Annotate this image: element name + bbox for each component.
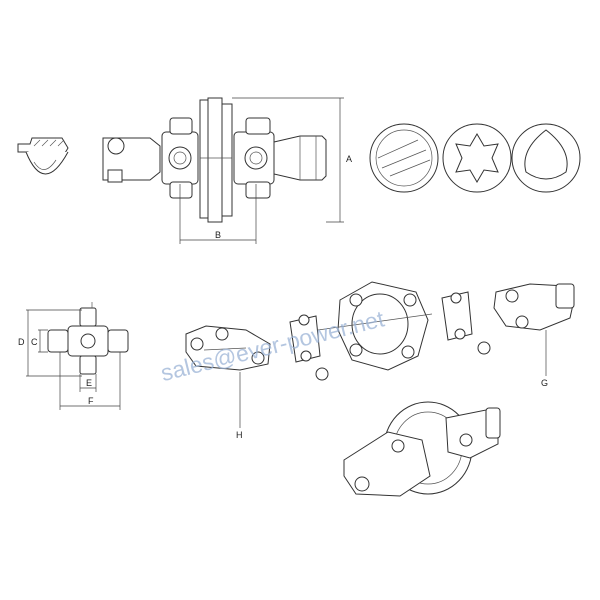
- dim-label-A: A: [346, 154, 352, 164]
- exploded-view: H G: [185, 281, 575, 440]
- assembled-isometric-view: [343, 401, 501, 497]
- part-label-G: G: [541, 378, 548, 388]
- cross-journal-drawing: D C E F: [18, 302, 129, 410]
- dim-label-E: E: [86, 378, 92, 388]
- tube-profile-lemon: [369, 123, 439, 193]
- yoke-side-profile: [17, 137, 69, 175]
- dim-label-F: F: [88, 396, 94, 406]
- tube-profile-star: [442, 123, 512, 193]
- dim-label-D: D: [18, 337, 25, 347]
- dim-label-C: C: [31, 337, 38, 347]
- dim-label-B: B: [215, 230, 221, 240]
- main-assembly-drawing: A B: [102, 97, 352, 244]
- part-label-H: H: [236, 430, 243, 440]
- tube-profile-triangle: [511, 123, 581, 193]
